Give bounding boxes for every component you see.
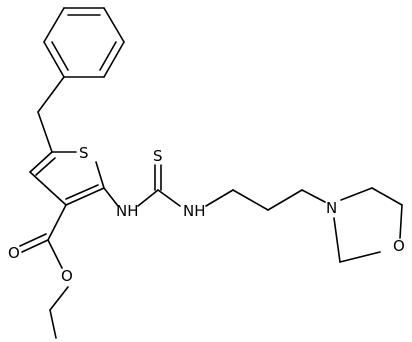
nh-right-label: NH (183, 202, 206, 220)
thiophene-ring (29, 151, 105, 206)
sulfur-thione-label: S (153, 147, 163, 165)
ester-group (19, 204, 69, 339)
sulfur-ring-label: S (79, 144, 89, 162)
benzyl-linker (37, 76, 65, 153)
morpholine-nitrogen-label: N (326, 199, 337, 217)
nh-left-label: NH (116, 202, 139, 220)
benzene-ring (43, 7, 125, 78)
ester-oxygen-label: O (61, 267, 73, 285)
morpholine-ring (333, 187, 403, 263)
propyl-chain (205, 189, 326, 211)
carbonyl-oxygen-label: O (8, 244, 20, 262)
thiourea-group (103, 164, 181, 207)
morpholine-oxygen-label: O (393, 237, 405, 255)
